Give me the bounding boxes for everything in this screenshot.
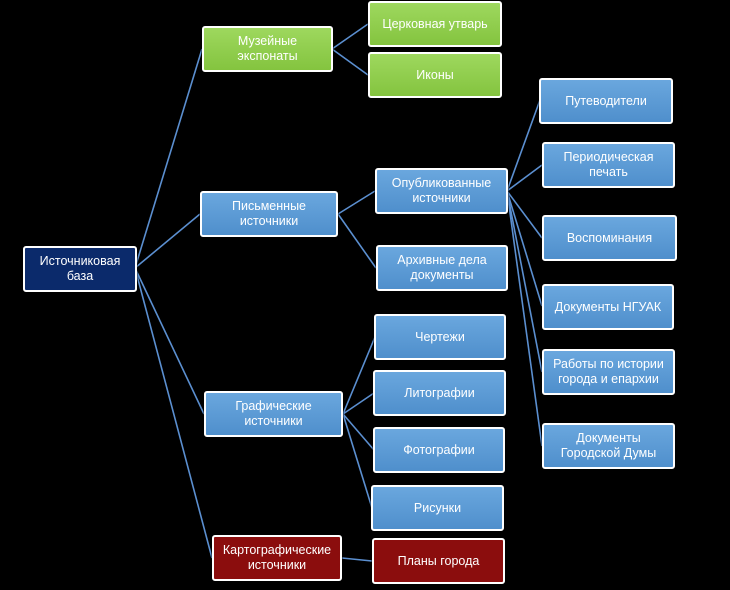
node-museum: Музейные экспонаты — [202, 26, 333, 72]
connector-published-works — [506, 190, 543, 373]
node-periodicals: Периодическая печать — [542, 142, 675, 188]
connector-written-published — [337, 190, 376, 215]
node-icons: Иконы — [368, 52, 502, 98]
node-root: Источниковая база — [23, 246, 137, 292]
connector-museum-icons — [331, 48, 369, 76]
node-guides: Путеводители — [539, 78, 673, 124]
connector-root-graphic — [134, 267, 205, 415]
connector-root-cartographic — [134, 267, 213, 559]
node-photos: Фотографии — [373, 427, 505, 473]
connector-graphic-pictures — [342, 413, 373, 509]
connector-cartographic-plans — [341, 557, 373, 562]
connector-published-periodicals — [506, 164, 543, 192]
node-lithographs: Литографии — [373, 370, 506, 416]
connector-root-written — [134, 213, 201, 269]
node-plans: Планы города — [372, 538, 505, 584]
connector-published-nguak — [506, 190, 543, 307]
connector-root-museum — [134, 48, 203, 269]
node-graphic: Графические источники — [204, 391, 343, 437]
node-works: Работы по истории города и епархии — [542, 349, 675, 395]
connector-graphic-photos — [342, 413, 375, 451]
connector-written-archive — [337, 213, 377, 269]
node-written: Письменные источники — [200, 191, 338, 237]
connector-published-duma — [506, 190, 543, 447]
connector-published-guides — [506, 99, 541, 192]
node-church: Церковная утварь — [368, 1, 502, 47]
connector-published-memoirs — [506, 190, 543, 239]
node-pictures: Рисунки — [371, 485, 504, 531]
node-drawings: Чертежи — [374, 314, 506, 360]
node-cartographic: Картографические источники — [212, 535, 342, 581]
connector-graphic-lithographs — [342, 392, 375, 415]
node-duma: Документы Городской Думы — [542, 423, 675, 469]
node-memoirs: Воспоминания — [542, 215, 677, 261]
node-archive: Архивные дела документы — [376, 245, 508, 291]
connector-graphic-drawings — [342, 336, 376, 415]
node-published: Опубликованные источники — [375, 168, 508, 214]
node-nguak: Документы НГУАК — [542, 284, 674, 330]
connector-museum-church — [331, 23, 369, 50]
